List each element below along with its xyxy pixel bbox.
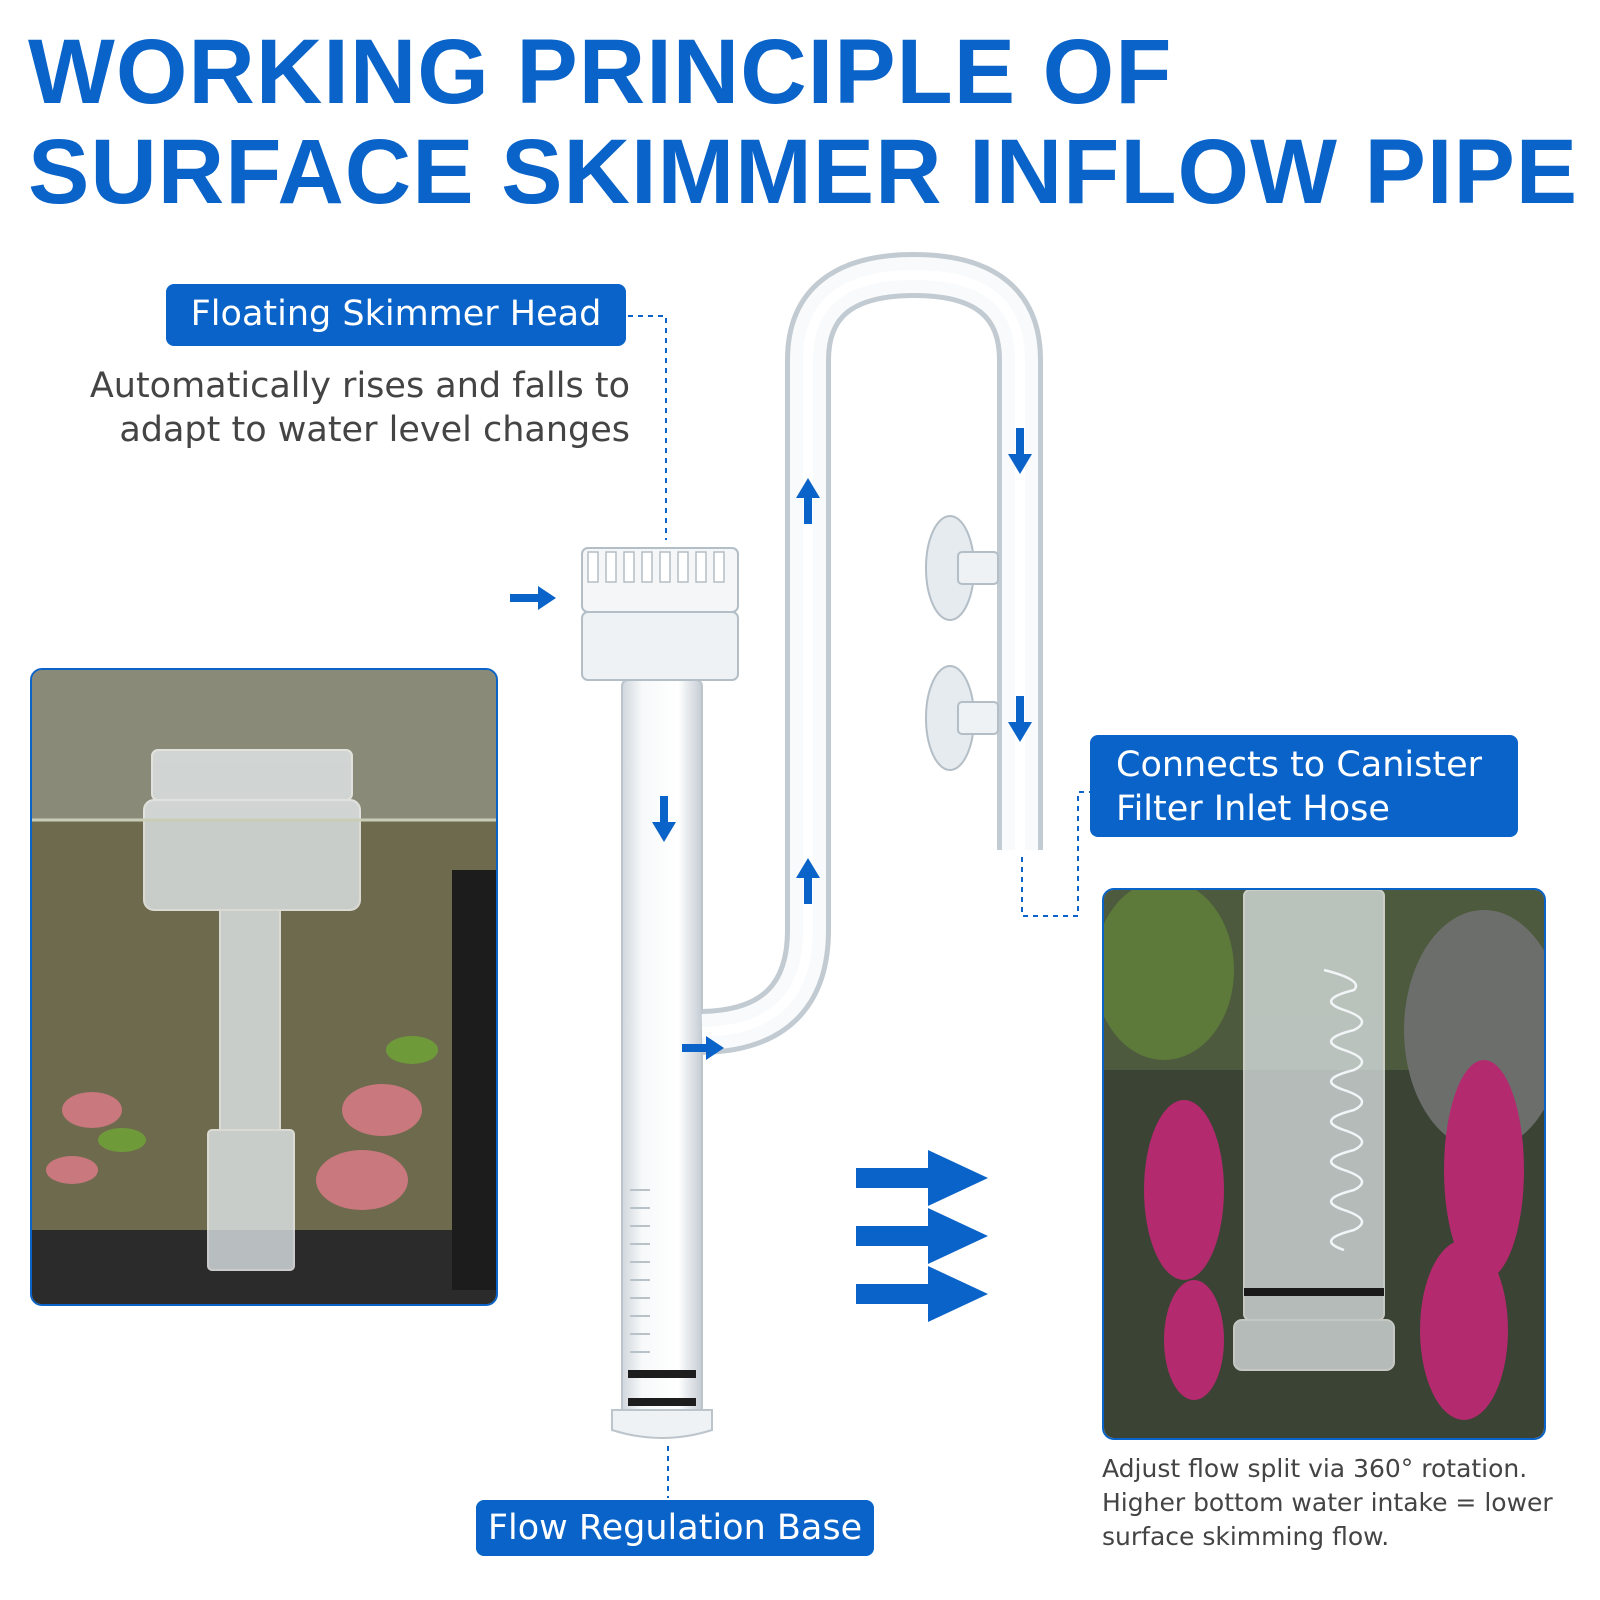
skimmer-head-description-line-2: adapt to water level changes: [119, 410, 630, 450]
flow-note-line-2: Higher bottom water intake = lower: [1102, 1488, 1553, 1517]
flow-note-line-3: surface skimming flow.: [1102, 1522, 1390, 1551]
arrow-down-main: [652, 796, 676, 842]
skimmer-head-description: Automatically rises and falls to adapt t…: [30, 364, 630, 452]
arrow-down-outlet-upper: [1008, 428, 1032, 474]
inflow-bend-pipe: [700, 251, 1043, 1055]
base-label-text: Flow Regulation Base: [487, 1508, 863, 1548]
big-arrow-1: [856, 1150, 988, 1206]
suction-cups: [925, 515, 999, 771]
arrow-into-bend: [682, 1036, 724, 1060]
title-line-1: WORKING PRINCIPLE OF: [28, 21, 1173, 123]
title-line-2: SURFACE SKIMMER INFLOW PIPE: [28, 121, 1579, 223]
arrow-into-skimmer: [510, 586, 556, 610]
arrow-down-outlet-lower: [1008, 696, 1032, 742]
tank-photo: [30, 668, 498, 1306]
flow-arrows: [510, 428, 1032, 1322]
arrow-up-lower: [796, 858, 820, 904]
skimmer-head: [581, 547, 739, 681]
leader-line-skimmer-head: [628, 315, 667, 540]
flow-note: Adjust flow split via 360° rotation. Hig…: [1102, 1452, 1572, 1554]
skimmer-head-description-line-1: Automatically rises and falls to: [89, 366, 630, 406]
big-arrow-2: [856, 1208, 988, 1264]
base-closeup-photo: [1102, 888, 1546, 1440]
leader-line-canister: [1021, 791, 1094, 917]
canister-label-line-1: Connects to Canister: [1116, 745, 1483, 785]
leader-lines: [628, 315, 1094, 1498]
main-pipe: [611, 679, 713, 1439]
base-label: Flow Regulation Base: [476, 1500, 874, 1556]
skimmer-head-label-text: Floating Skimmer Head: [190, 294, 602, 334]
canister-label: Connects to Canister Filter Inlet Hose: [1090, 735, 1518, 837]
skimmer-head-label: Floating Skimmer Head: [166, 284, 626, 346]
arrow-up-upper: [796, 478, 820, 524]
flow-note-line-1: Adjust flow split via 360° rotation.: [1102, 1454, 1528, 1483]
page-title: WORKING PRINCIPLE OF SURFACE SKIMMER INF…: [28, 22, 1578, 222]
big-arrow-3: [856, 1266, 988, 1322]
canister-label-line-2: Filter Inlet Hose: [1116, 789, 1390, 829]
